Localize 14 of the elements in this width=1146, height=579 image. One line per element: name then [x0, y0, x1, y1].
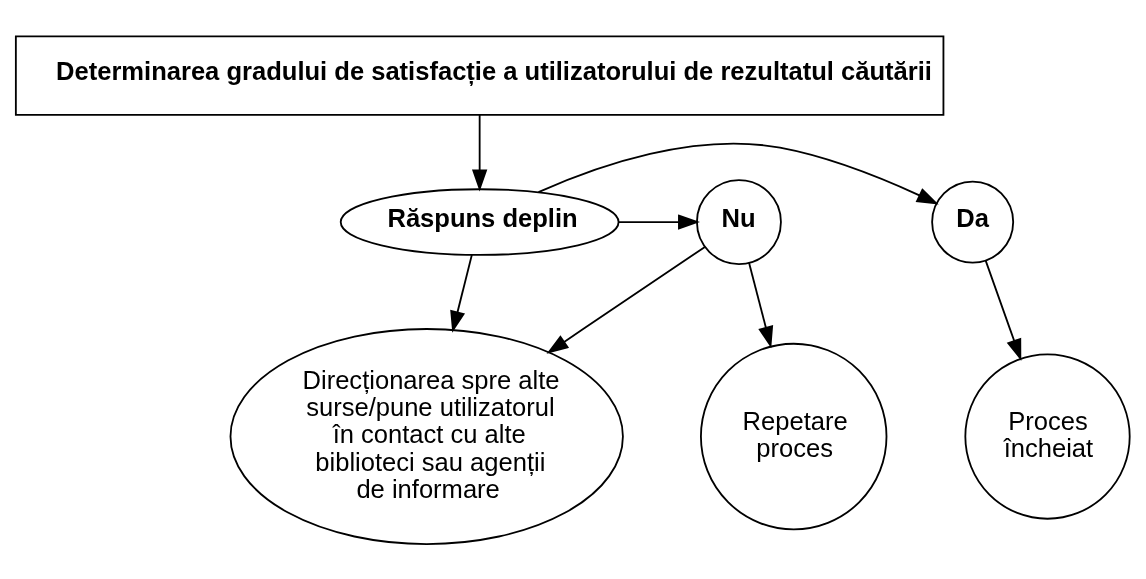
arrow [546, 245, 706, 354]
arrow [450, 253, 473, 333]
node-circle: Nu [696, 178, 782, 265]
node-ellipse: Răspuns deplin [339, 187, 620, 256]
node-circle: Repetare proces [700, 342, 888, 530]
node-box: Determinarea gradului de satisfacție a utilizatorului de rezultatul căutării [14, 34, 945, 116]
arrow [984, 259, 1022, 361]
arrow [618, 213, 700, 230]
arrow [471, 113, 488, 192]
arrow [748, 261, 774, 348]
node-circle: Da [931, 180, 1015, 264]
arrow [537, 142, 939, 205]
node-circle: Proces încheiat [964, 352, 1131, 520]
node-ellipse: Direcționarea spre alte surse/pune utilizatorul în contact cu alte biblioteci sau agenții de informare [229, 327, 624, 545]
